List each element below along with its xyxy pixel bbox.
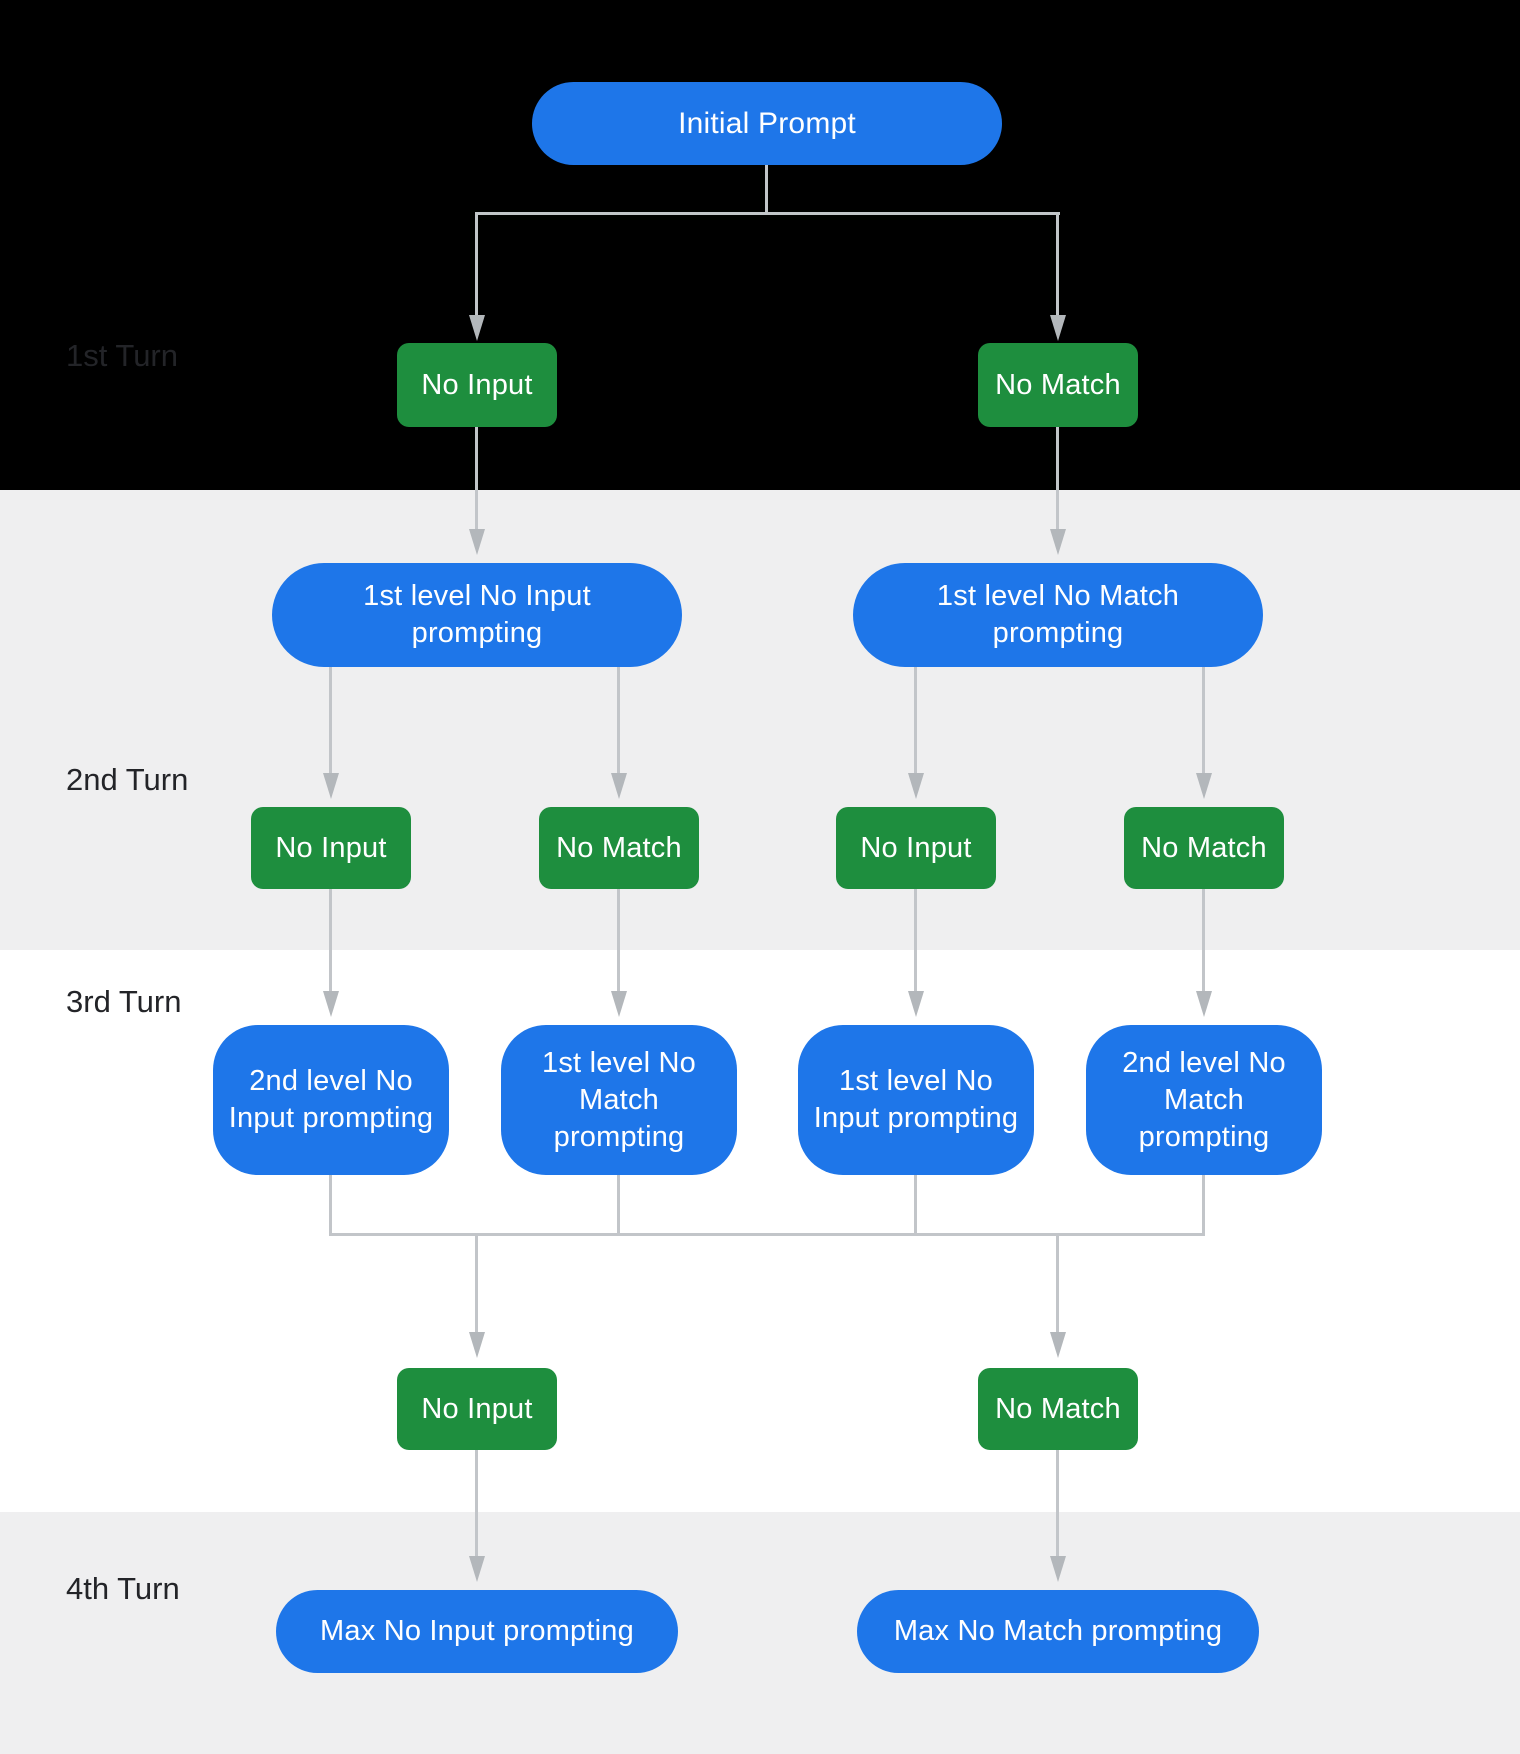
edge-t2-to-l2-4 [1202, 889, 1205, 991]
arrowhead [1050, 529, 1066, 555]
arrowhead [1050, 1332, 1066, 1358]
arrowhead [323, 773, 339, 799]
arrowhead [1050, 315, 1066, 341]
edge-converge-2 [617, 1175, 620, 1236]
level1-no-input-prompting-node: 1st level No Input prompting [272, 563, 682, 667]
turn-label-3: 3rd Turn [66, 984, 182, 1019]
arrowhead [469, 529, 485, 555]
band-turn4 [0, 1512, 1520, 1754]
arrowhead [469, 1332, 485, 1358]
edge-to-max-no-match [1056, 1450, 1059, 1556]
second-level-no-match-prompting-node: 2nd level No Match prompting [1086, 1025, 1322, 1175]
edge-bus-to-no-match [1056, 1233, 1059, 1332]
first-level-no-input-prompting-node: 1st level No Input prompting [798, 1025, 1034, 1175]
initial-prompt-node: Initial Prompt [532, 82, 1002, 165]
turn-label-1: 1st Turn [66, 338, 178, 373]
turn-label-4: 4th Turn [66, 1571, 180, 1606]
edge-to-max-no-input [475, 1450, 478, 1556]
edge-l1-to-t2-2 [617, 667, 620, 773]
arrowhead [1050, 1556, 1066, 1582]
edge-l1-to-t2-4 [1202, 667, 1205, 773]
level1-no-match-prompting-node: 1st level No Match prompting [853, 563, 1263, 667]
edge-to-turn1-no-input [475, 212, 478, 315]
turn2-no-input-node-2: No Input [836, 807, 996, 889]
edge-root-stem [765, 165, 768, 214]
arrowhead [908, 773, 924, 799]
turn-label-2: 2nd Turn [66, 762, 189, 797]
band-turn1 [0, 0, 1520, 490]
edge-t2-to-l2-1 [329, 889, 332, 991]
turn2-no-input-node-1: No Input [251, 807, 411, 889]
edge-converge-1 [329, 1175, 332, 1236]
max-no-input-prompting-node: Max No Input prompting [276, 1590, 678, 1673]
arrowhead [908, 991, 924, 1017]
edge-converge-4 [1202, 1175, 1205, 1236]
turn2-no-match-node-1: No Match [539, 807, 699, 889]
turn2-no-match-node-2: No Match [1124, 807, 1284, 889]
arrowhead [469, 315, 485, 341]
edge-no-input-to-l1 [475, 427, 478, 529]
second-level-no-input-prompting-node: 2nd level No Input prompting [213, 1025, 449, 1175]
arrowhead [611, 773, 627, 799]
turn1-no-input-node: No Input [397, 343, 557, 427]
edge-bus-to-no-input [475, 1233, 478, 1332]
turn1-no-match-node: No Match [978, 343, 1138, 427]
arrowhead [1196, 991, 1212, 1017]
turn3-no-input-node: No Input [397, 1368, 557, 1450]
edge-no-match-to-l1 [1056, 427, 1059, 529]
band-turn2 [0, 490, 1520, 950]
edge-converge-bus [329, 1233, 1205, 1236]
edge-t2-to-l2-2 [617, 889, 620, 991]
arrowhead [323, 991, 339, 1017]
edge-t2-to-l2-3 [914, 889, 917, 991]
edge-root-branch [475, 212, 1060, 215]
edge-converge-3 [914, 1175, 917, 1236]
arrowhead [1196, 773, 1212, 799]
edge-l1-to-t2-3 [914, 667, 917, 773]
first-level-no-match-prompting-node: 1st level No Match prompting [501, 1025, 737, 1175]
edge-l1-to-t2-1 [329, 667, 332, 773]
edge-to-turn1-no-match [1056, 212, 1059, 315]
turn3-no-match-node: No Match [978, 1368, 1138, 1450]
arrowhead [611, 991, 627, 1017]
max-no-match-prompting-node: Max No Match prompting [857, 1590, 1259, 1673]
arrowhead [469, 1556, 485, 1582]
